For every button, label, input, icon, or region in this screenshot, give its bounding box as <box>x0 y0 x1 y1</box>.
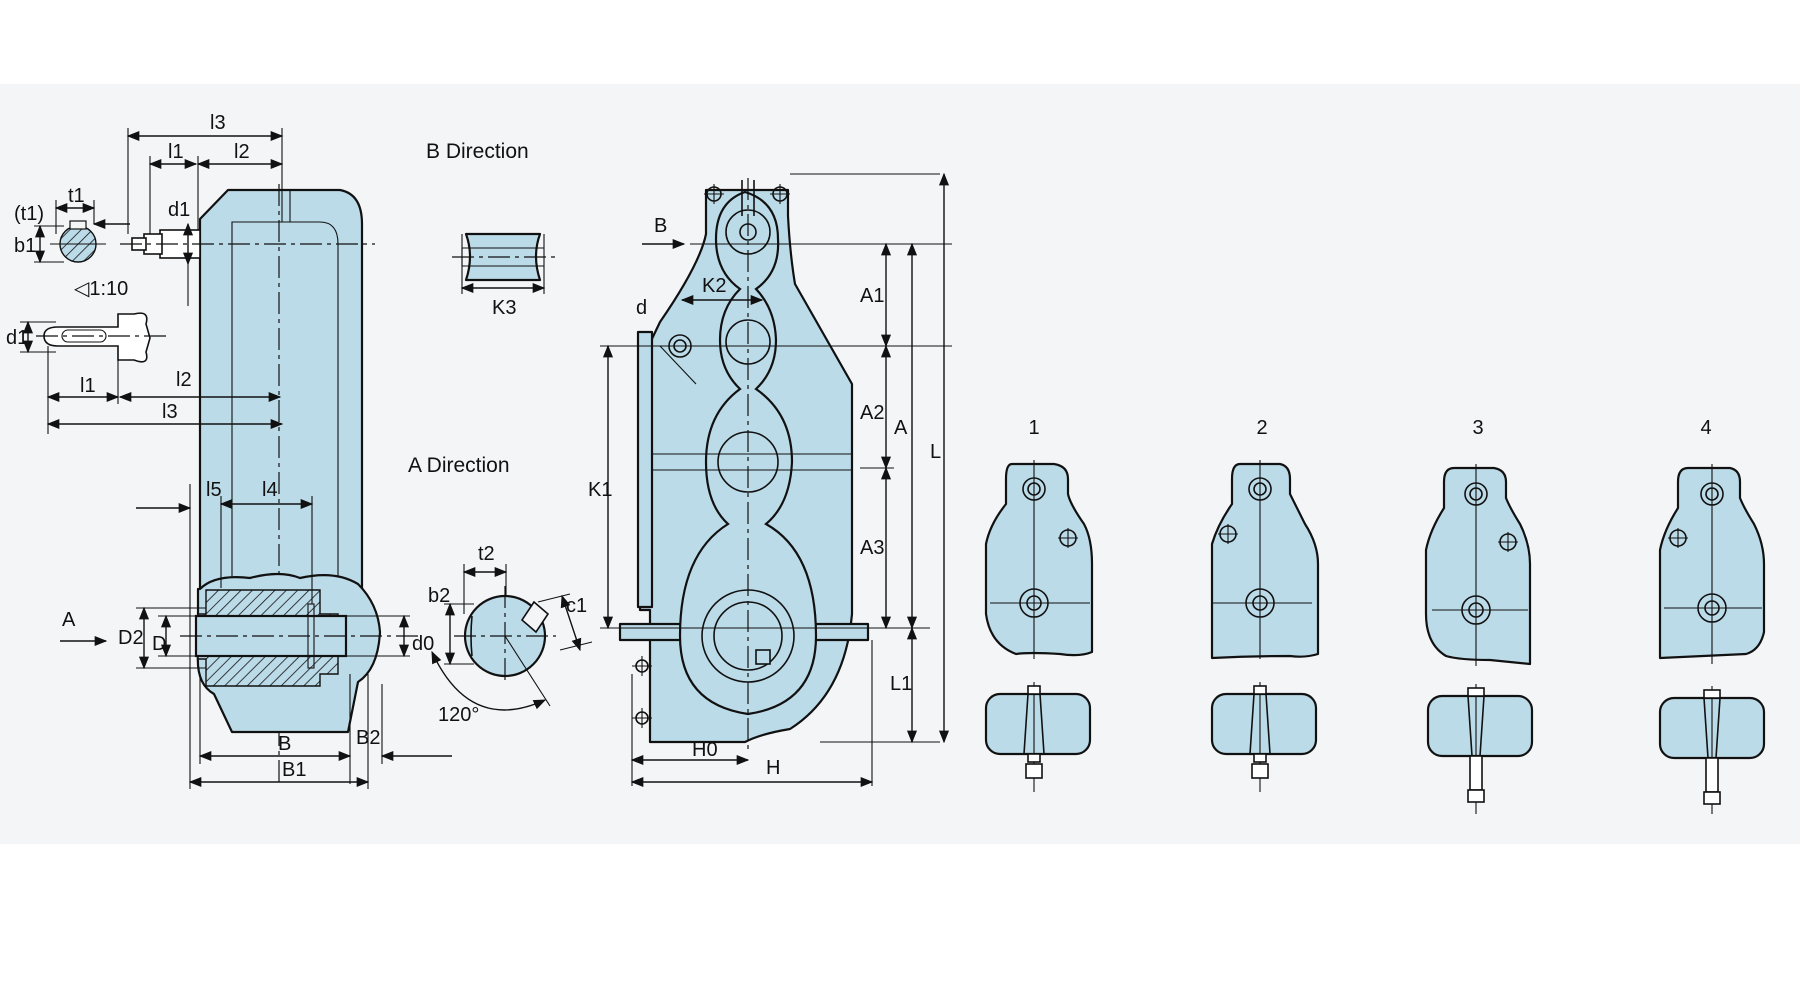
dim-A: A <box>894 417 908 439</box>
mounting-label-4: 4 <box>1700 417 1711 439</box>
dim-l5: l5 <box>206 479 222 501</box>
dim-l1-top: l1 <box>168 141 184 163</box>
b-direction-title: B Direction <box>426 140 529 163</box>
dim-K3: K3 <box>492 297 516 319</box>
dim-b1: b1 <box>14 235 36 257</box>
mounting-label-2: 2 <box>1256 417 1267 439</box>
dim-l2-side: l2 <box>176 369 192 391</box>
gear-reducer-drawing: B Direction A Direction ◁1:10 120° A B l… <box>6 112 1766 814</box>
mounting-position-2 <box>1210 460 1320 792</box>
a-direction-title: A Direction <box>408 454 510 477</box>
dim-K2: K2 <box>702 275 726 297</box>
dim-d1-top: d1 <box>168 199 190 221</box>
b-direction-view <box>452 232 556 294</box>
dim-t1: t1 <box>68 185 85 207</box>
mounting-label-1: 1 <box>1028 417 1039 439</box>
taper-label: ◁1:10 <box>74 278 128 300</box>
mounting-position-1 <box>984 460 1094 792</box>
dim-D2: D2 <box>118 627 144 649</box>
dim-d: d <box>636 297 647 319</box>
dim-c1: c1 <box>566 595 587 617</box>
dim-H0: H0 <box>692 739 718 761</box>
dim-L: L <box>930 441 941 463</box>
dim-A1: A1 <box>860 285 884 307</box>
a-direction-view <box>431 564 593 711</box>
dim-D: D <box>152 633 166 655</box>
dim-l3-side: l3 <box>162 401 178 423</box>
drawing-sheet: B Direction A Direction ◁1:10 120° A B l… <box>0 84 1800 844</box>
mounting-position-3 <box>1424 464 1534 814</box>
dim-d0: d0 <box>412 633 434 655</box>
dim-t2: t2 <box>478 543 495 565</box>
dim-H: H <box>766 757 780 779</box>
arrow-b-label: B <box>654 215 667 237</box>
angle-label: 120° <box>438 704 479 726</box>
labels: B Direction A Direction ◁1:10 120° A B l… <box>6 112 1712 781</box>
side-view <box>20 128 452 789</box>
dim-d1-side: d1 <box>6 327 28 349</box>
dim-l4: l4 <box>262 479 278 501</box>
mounting-label-3: 3 <box>1472 417 1483 439</box>
dim-l1-side: l1 <box>80 375 96 397</box>
mounting-position-4 <box>1658 464 1766 814</box>
dim-L1: L1 <box>890 673 912 695</box>
arrow-a-label: A <box>62 609 76 631</box>
dim-l2-top: l2 <box>234 141 250 163</box>
dim-B1: B1 <box>282 759 306 781</box>
dim-B2: B2 <box>356 727 380 749</box>
dim-B: B <box>278 733 291 755</box>
dim-b2: b2 <box>428 585 450 607</box>
dim-K1: K1 <box>588 479 612 501</box>
dim-A3: A3 <box>860 537 884 559</box>
dim-A2: A2 <box>860 402 884 424</box>
front-view <box>600 172 952 788</box>
dim-l3-top: l3 <box>210 112 226 134</box>
dim-t1-paren: (t1) <box>14 203 44 225</box>
